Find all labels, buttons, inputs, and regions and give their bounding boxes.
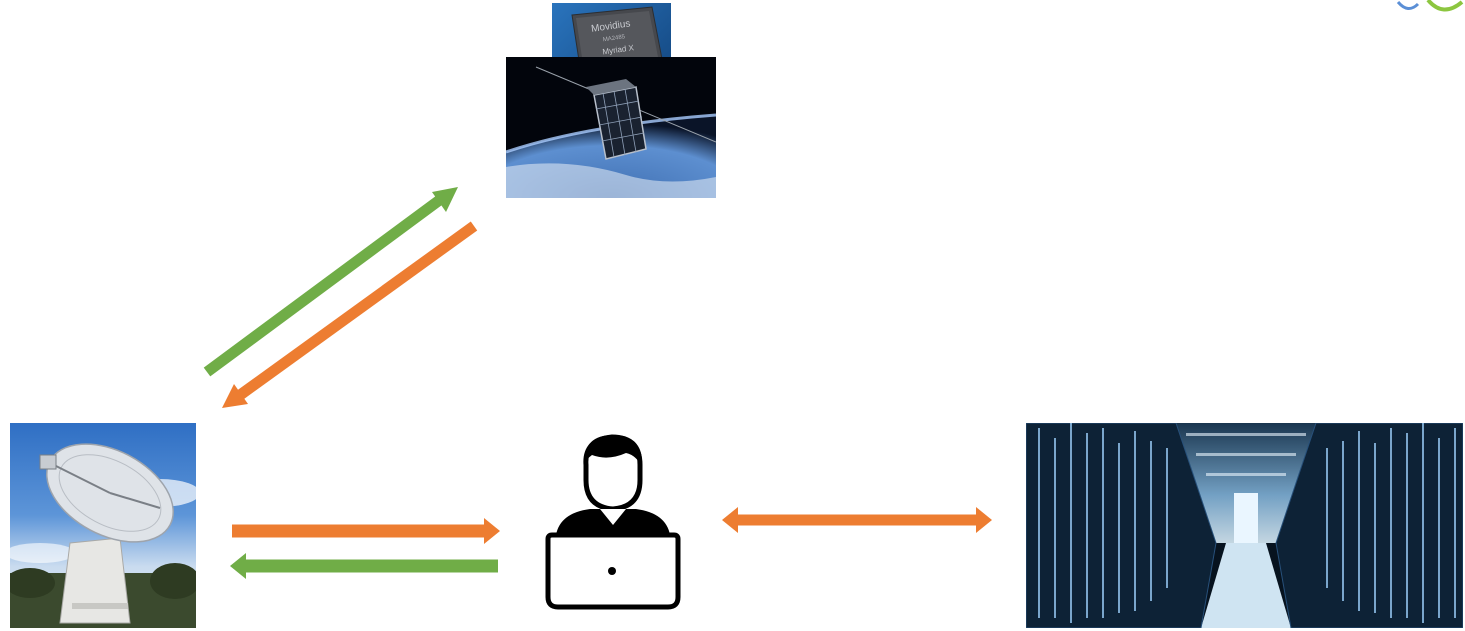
user-laptop-image (508, 425, 718, 630)
downlink-arrow (222, 221, 478, 408)
datacenter-icon (1026, 423, 1463, 628)
ground-station-image (10, 423, 196, 628)
satellite-image (506, 57, 716, 198)
chip-product: Myriad X (602, 43, 635, 56)
chip-code: MA2485 (603, 34, 627, 43)
movidius-chip-icon: Movidius MA2485 Myriad X (571, 6, 663, 68)
user-laptop-icon (545, 434, 681, 610)
user-datacenter-arrow (722, 507, 992, 533)
dish-to-user-arrow (232, 518, 500, 544)
user-to-dish-arrow (230, 553, 498, 579)
ground-station-dish-icon (10, 443, 196, 628)
datacenter-image (1026, 423, 1463, 628)
uplink-arrow (203, 187, 458, 377)
corner-logo-icon (1388, 0, 1465, 20)
chip-image: Movidius MA2485 Myriad X (552, 3, 671, 70)
cubesat-icon (506, 66, 716, 198)
chip-brand: Movidius (591, 18, 632, 34)
